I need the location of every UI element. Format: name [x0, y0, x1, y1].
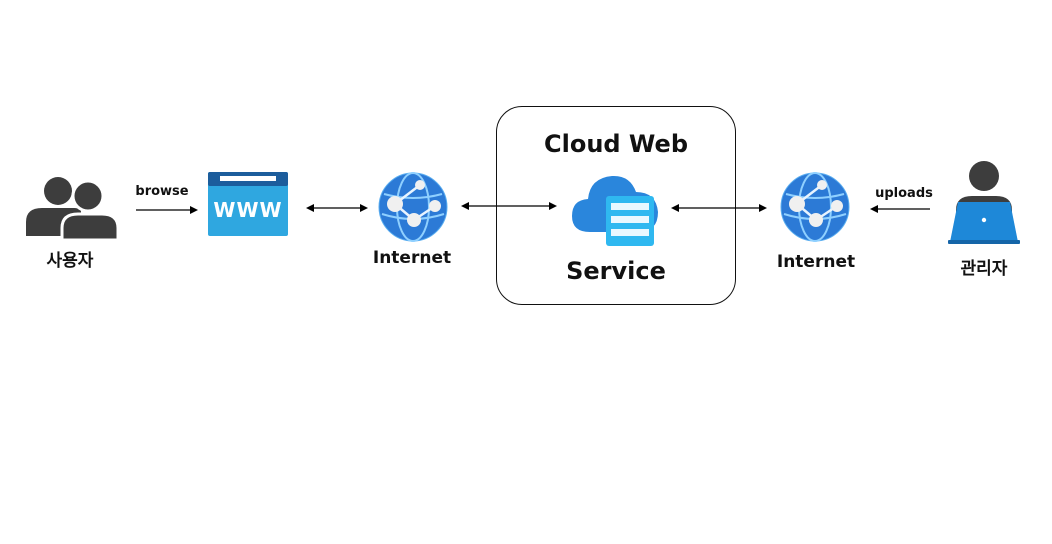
browse-label: browse: [135, 184, 189, 199]
arrow-internet-service: [461, 202, 557, 210]
website-label: WWW: [213, 198, 283, 222]
arrow-users-to-www: [136, 206, 198, 214]
arrow-admin-to-internet: [870, 205, 930, 213]
cloud-service-container: [496, 106, 736, 305]
website-icon: [208, 172, 288, 236]
globe-network-icon: [780, 172, 850, 242]
cloud-service-icon: [572, 175, 658, 246]
arrow-www-internet: [306, 204, 368, 212]
users-label: 사용자: [46, 251, 94, 271]
users-icon: [26, 177, 118, 240]
globe-network-icon: [378, 172, 448, 242]
internet-left-label: Internet: [372, 248, 452, 268]
admin-label: 관리자: [960, 259, 1008, 279]
arrow-service-internet: [671, 204, 767, 212]
uploads-label: uploads: [875, 186, 933, 201]
internet-right-label: Internet: [776, 252, 856, 272]
cloud-service-subtitle: Service: [566, 257, 666, 285]
cloud-service-title: Cloud Web: [543, 130, 689, 158]
admin-laptop-icon: [948, 161, 1020, 244]
